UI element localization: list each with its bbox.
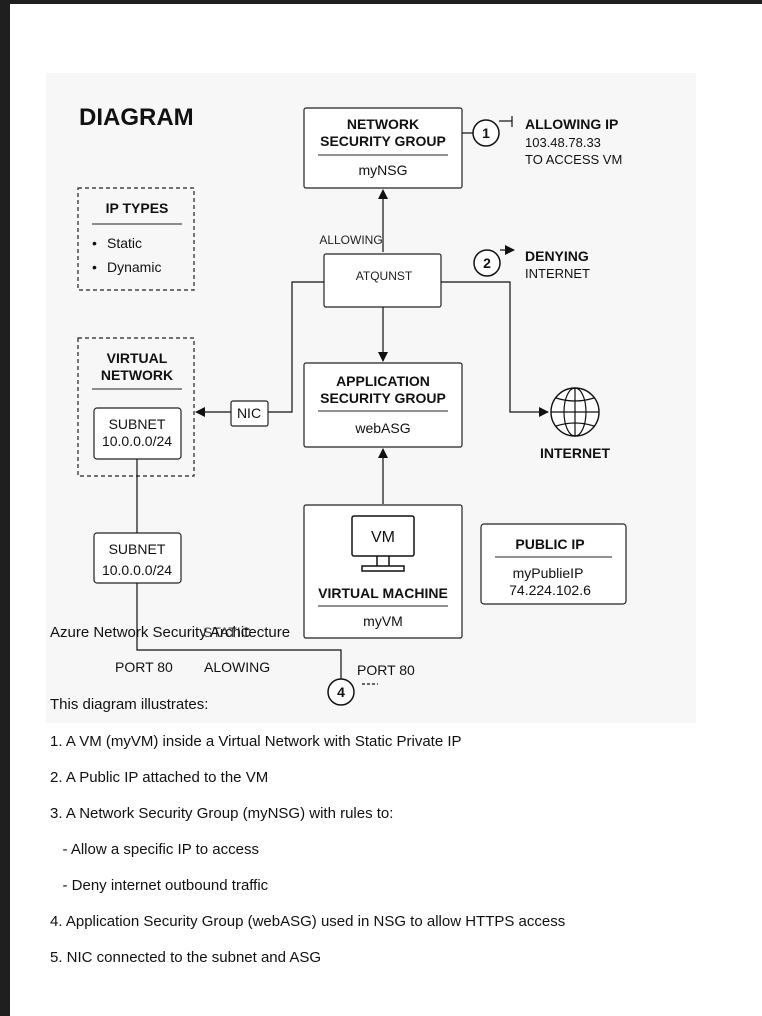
asg-heading-line1: APPLICATION — [336, 373, 430, 389]
subnet-outer-cidr: 10.0.0.0/24 — [102, 562, 172, 578]
subnet-outer-label: SUBNET — [109, 541, 166, 557]
ip-types-heading: IP TYPES — [106, 200, 169, 216]
callout-1-line3: TO ACCESS VM — [525, 152, 622, 167]
caption-item-3: 3. A Network Security Group (myNSG) with… — [50, 805, 394, 822]
virtual-network-box: VIRTUAL NETWORK SUBNET 10.0.0.0/24 — [77, 337, 195, 477]
subnet-inner-cidr: 10.0.0.0/24 — [102, 433, 172, 449]
caption-item-2: 2. A Public IP attached to the VM — [50, 769, 269, 786]
diagram-title: DIAGRAM — [79, 104, 194, 131]
middle-box-text: ATQUNST — [356, 269, 413, 283]
nsg-box: NETWORK SECURITY GROUP myNSG — [303, 107, 463, 189]
svg-text:•: • — [92, 259, 97, 275]
caption-item-4: 4. Application Security Group (webASG) u… — [50, 913, 566, 930]
caption-intro: This diagram illustrates: — [50, 696, 209, 713]
svg-text:•: • — [92, 235, 97, 251]
caption-title: Azure Network Security Architecture — [50, 624, 291, 641]
asg-box: APPLICATION SECURITY GROUP webASG — [303, 362, 463, 448]
static-overlap-label: STATIC — [203, 624, 251, 640]
nsg-heading-line2: SECURITY GROUP — [320, 133, 446, 149]
asg-heading-line2: SECURITY GROUP — [320, 390, 446, 406]
allowing-label: ALOWING — [204, 659, 270, 675]
public-ip-name: myPublieIP — [513, 565, 584, 581]
caption-item-3a: - Allow a specific IP to access — [50, 841, 259, 858]
asg-name: webASG — [354, 420, 410, 436]
vm-heading: VIRTUAL MACHINE — [318, 585, 448, 601]
nic-label: NIC — [237, 405, 261, 421]
monitor-icon — [351, 515, 415, 572]
window-top-border — [0, 0, 762, 4]
ip-type-dynamic: Dynamic — [107, 259, 161, 275]
callout-1-number: 1 — [482, 125, 490, 141]
garbled-label: ALLOWING — [319, 233, 382, 247]
vnet-heading-line1: VIRTUAL — [107, 350, 168, 366]
internet-label: INTERNET — [540, 445, 610, 461]
middle-box: ATQUNST — [323, 253, 442, 308]
callout-1-line2: 103.48.78.33 — [525, 135, 601, 150]
port-right-label: PORT 80 — [357, 662, 415, 678]
nic-box: NIC — [230, 400, 269, 427]
callout-1: 1 ALLOWING IP 103.48.78.33 TO ACCESS VM — [462, 116, 622, 167]
public-ip-heading: PUBLIC IP — [515, 536, 584, 552]
vnet-heading-line2: NETWORK — [101, 367, 173, 383]
callout-2-number: 2 — [483, 255, 491, 271]
nsg-heading-line1: NETWORK — [347, 116, 419, 132]
subnet-outer-box: SUBNET 10.0.0.0/24 — [93, 532, 182, 584]
callout-2-line1: DENYING — [525, 248, 589, 264]
nsg-name: myNSG — [359, 162, 408, 178]
callout-2: 2 DENYING INTERNET — [473, 245, 590, 281]
ip-type-static: Static — [107, 235, 142, 251]
window-left-border — [0, 0, 10, 1016]
vm-name: myVM — [363, 613, 403, 629]
public-ip-box: PUBLIC IP myPublieIP 74.224.102.6 — [480, 523, 627, 605]
caption-item-5: 5. NIC connected to the subnet and ASG — [50, 949, 322, 966]
callout-2-line2: INTERNET — [525, 266, 590, 281]
ip-types-box: IP TYPES • Static • Dynamic — [77, 187, 195, 291]
callout-1-line1: ALLOWING IP — [525, 116, 618, 132]
port-left-label: PORT 80 — [115, 659, 173, 675]
vm-screen-label: VM — [371, 529, 395, 546]
internet-globe-icon — [550, 387, 600, 437]
caption-item-1: 1. A VM (myVM) inside a Virtual Network … — [50, 733, 462, 750]
caption-item-3b: - Deny internet outbound traffic — [50, 877, 269, 894]
vm-box: VM VIRTUAL MACHINE myVM — [303, 504, 463, 639]
callout-4: 4 — [327, 678, 355, 706]
subnet-inner-label: SUBNET — [109, 416, 166, 432]
public-ip-address: 74.224.102.6 — [509, 582, 591, 598]
callout-4-number: 4 — [337, 684, 345, 700]
